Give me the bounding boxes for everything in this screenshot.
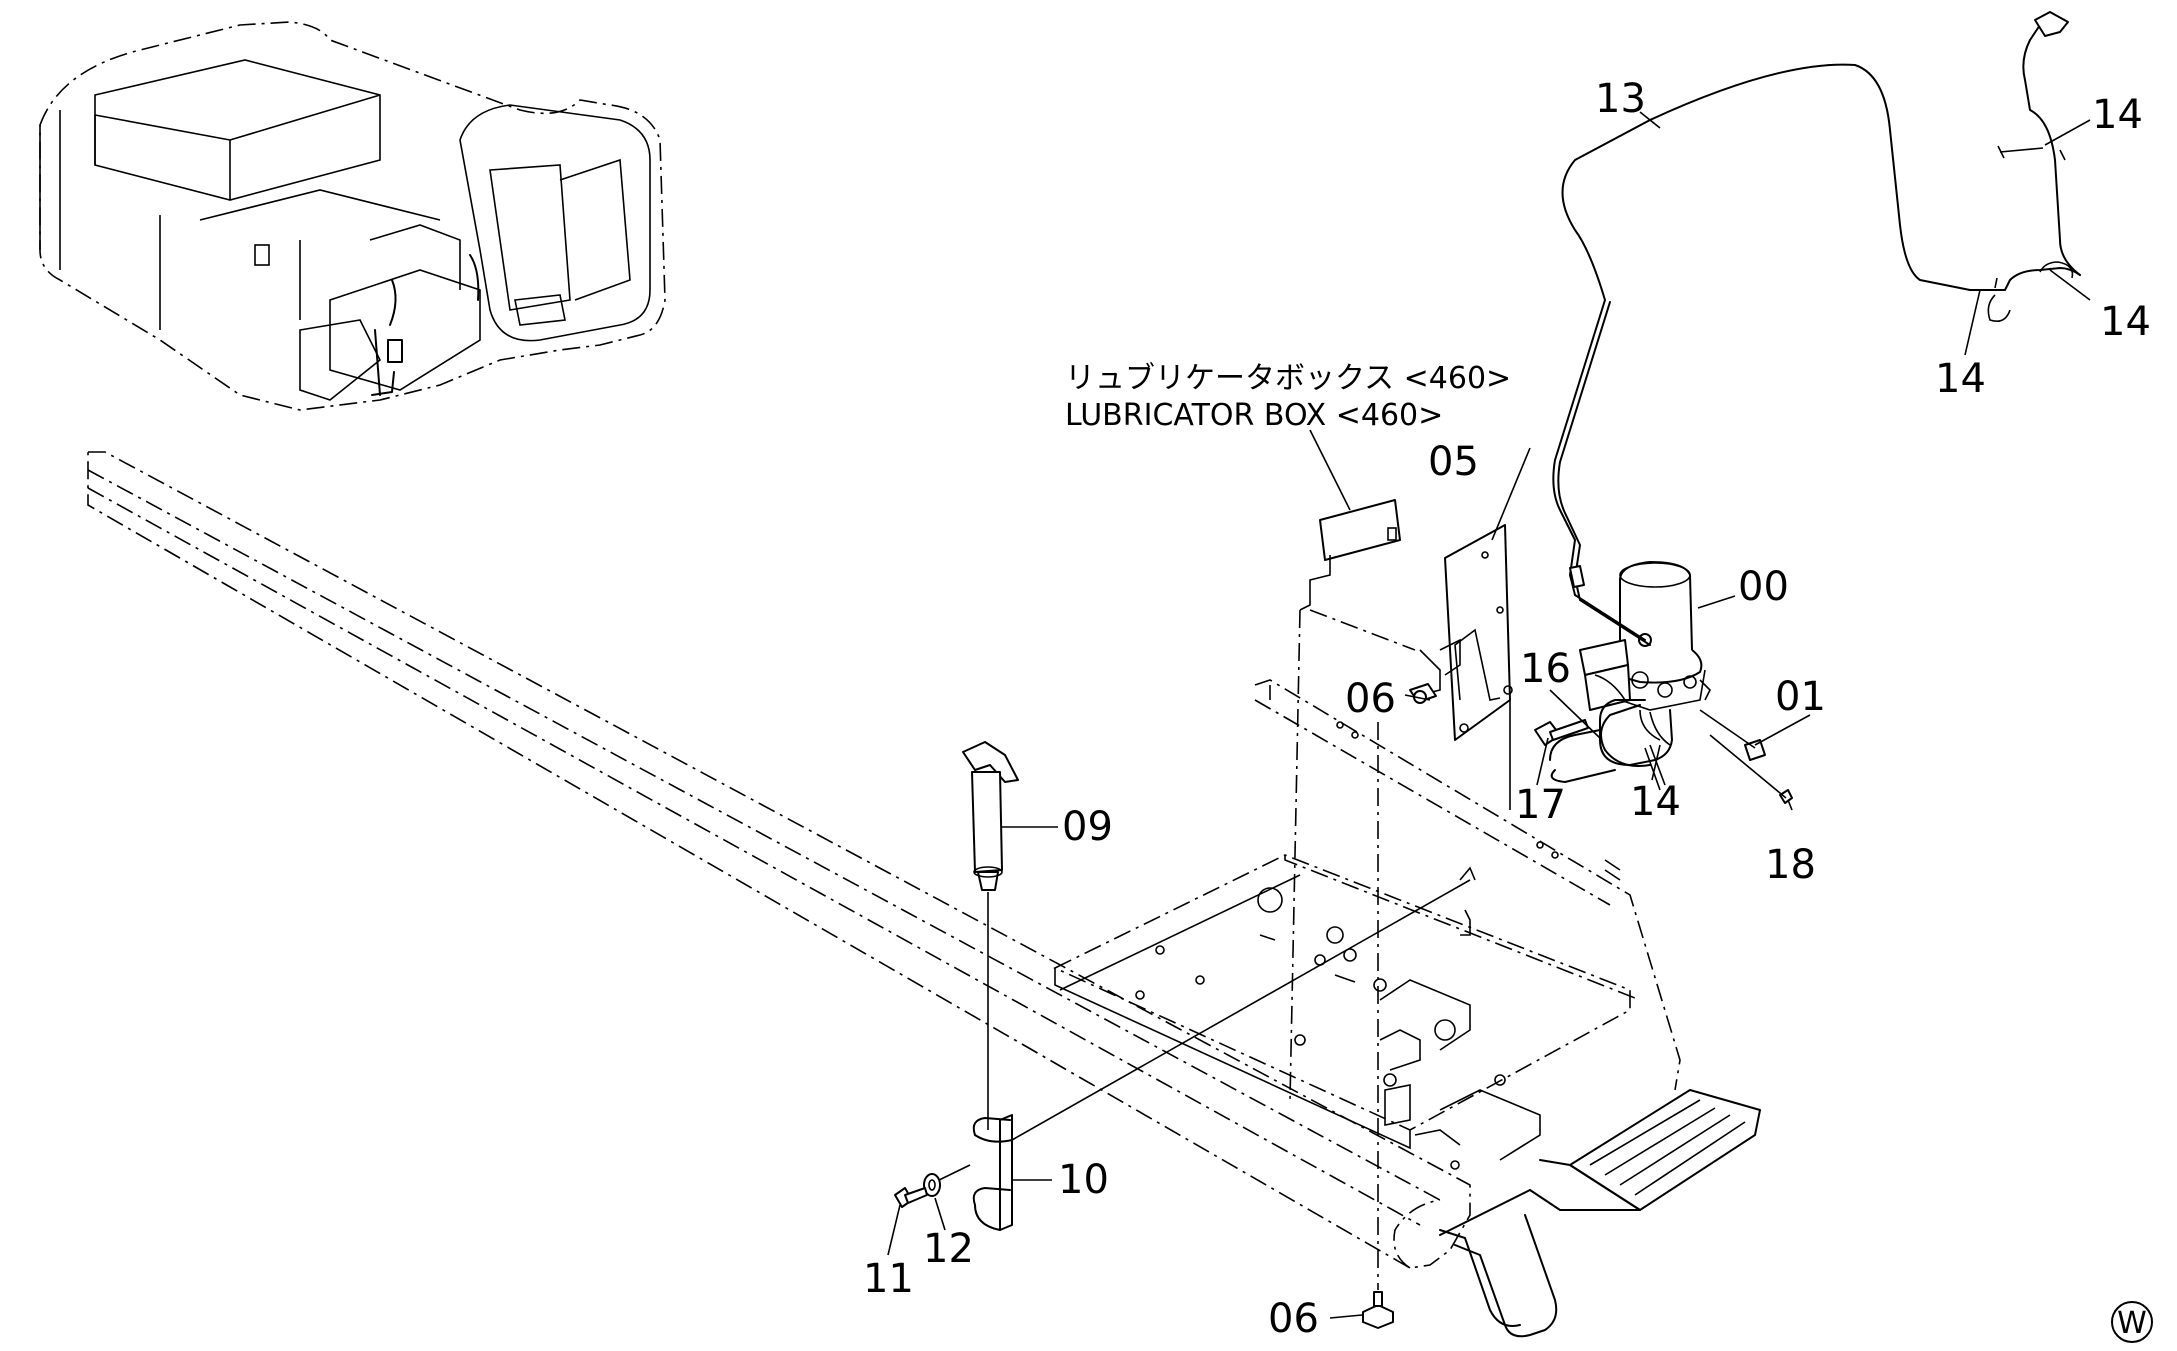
step-assembly <box>1439 1089 1761 1236</box>
label-part-05: 05 <box>1428 439 1479 485</box>
label-part-13: 13 <box>1595 76 1646 122</box>
corner-mark: W <box>2111 1301 2153 1343</box>
label-part-00: 00 <box>1738 564 1789 610</box>
label-part-17: 17 <box>1515 782 1566 828</box>
label-part-14-top: 14 <box>2092 92 2143 138</box>
label-part-14-right: 14 <box>2100 299 2151 345</box>
crawler-frame-rail <box>87 451 1558 1338</box>
reference-note-en: LUBRICATOR BOX <460> <box>1065 398 1443 433</box>
holder-bracket-10 <box>934 866 1476 1231</box>
lubricator-box-bracket <box>1289 499 1441 1101</box>
lubricator-pump-00 <box>1579 561 1711 711</box>
bolt-11 <box>894 1187 928 1208</box>
label-part-16: 16 <box>1520 646 1571 692</box>
bolt-01 <box>1699 709 1766 761</box>
screw-18 <box>1709 734 1793 804</box>
leader-lines <box>887 111 2091 1319</box>
label-part-06-lower: 06 <box>1268 1296 1319 1342</box>
wire-harness-13 <box>1552 11 2081 646</box>
bolt-06-lower <box>1362 1291 1394 1329</box>
mounting-bracket-05 <box>1439 524 1513 810</box>
grease-gun-09 <box>962 741 1019 1130</box>
label-part-06-upper: 06 <box>1345 676 1396 722</box>
label-part-12: 12 <box>923 1226 974 1272</box>
washer-12 <box>923 1173 941 1197</box>
pump-hoses <box>1549 674 1673 791</box>
label-part-10: 10 <box>1058 1157 1109 1203</box>
label-part-14-pump: 14 <box>1630 779 1681 825</box>
bolt-17 <box>1534 719 1589 746</box>
bolt-06-upper <box>1409 683 1437 704</box>
label-part-01: 01 <box>1775 674 1826 720</box>
label-part-14-clamp: 14 <box>1935 356 1986 402</box>
side-wall <box>1254 679 1681 1091</box>
label-part-11: 11 <box>863 1256 914 1302</box>
label-part-18: 18 <box>1765 842 1816 888</box>
reference-note-jp: リュブリケータボックス <460> <box>1065 361 1511 396</box>
platform-deck <box>1053 854 1641 1170</box>
corner-mark-letter: W <box>2117 1306 2147 1341</box>
excavator-overview-illustration <box>39 21 666 411</box>
label-part-09: 09 <box>1062 804 1113 850</box>
